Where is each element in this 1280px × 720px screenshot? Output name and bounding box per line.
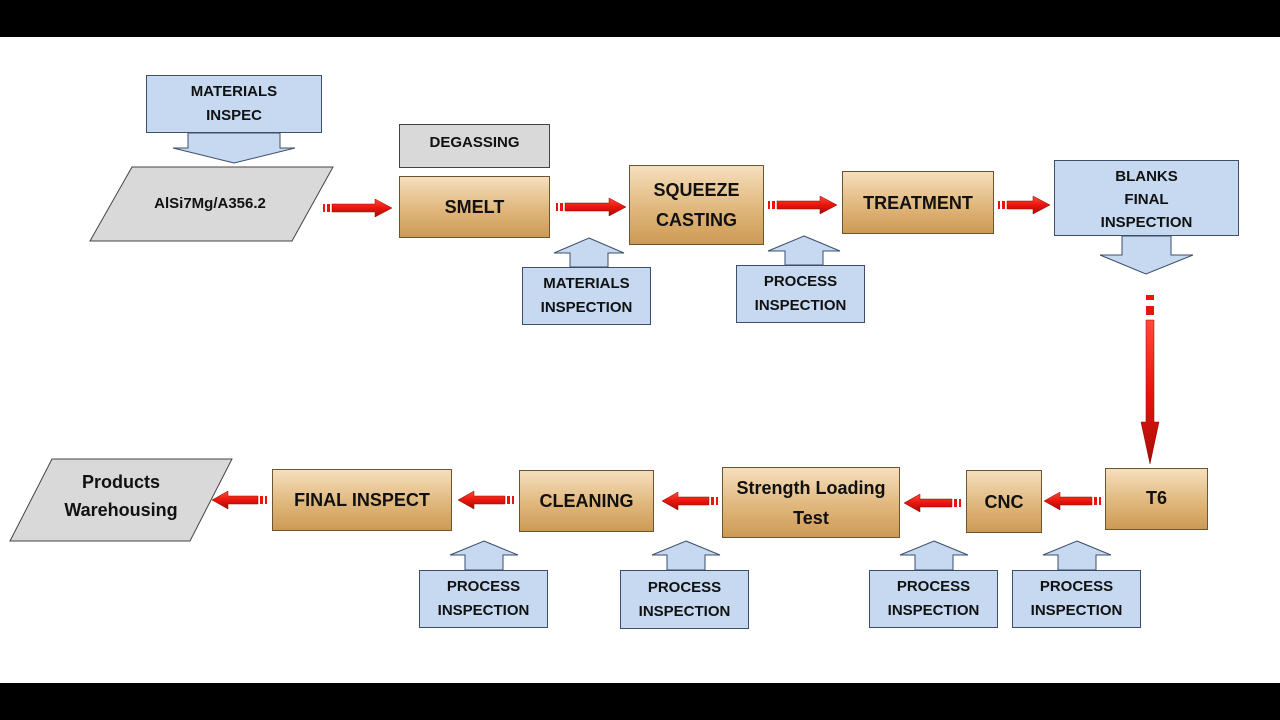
materials-inspec-box: MATERIALS INSPEC	[146, 75, 322, 133]
cleaning-inspection-up-arrow	[651, 540, 721, 571]
materials-inspec-down-arrow	[172, 132, 296, 164]
final-process-inspection-box: PROCESS INSPECTION	[419, 570, 548, 628]
flow-arrow-blanks-to-t6	[1140, 295, 1160, 465]
flow-arrow-final-to-warehousing	[211, 490, 267, 510]
treatment-step: TREATMENT	[842, 171, 994, 234]
t6-step: T6	[1105, 468, 1208, 530]
flow-arrow-smelt-to-casting	[556, 197, 627, 217]
squeeze-casting-step: SQUEEZE CASTING	[629, 165, 764, 245]
blanks-final-inspection-box: BLANKS FINAL INSPECTION	[1054, 160, 1239, 236]
smelt-materials-inspection-box: MATERIALS INSPECTION	[522, 267, 651, 325]
warehousing-shape	[9, 458, 233, 542]
smelt-step: SMELT	[399, 176, 550, 238]
flow-arrow-treatment-to-blanks	[998, 195, 1051, 215]
casting-inspection-up-arrow	[767, 235, 841, 266]
strength-loading-test-step: Strength Loading Test	[722, 467, 900, 538]
flow-arrow-strength-to-cleaning	[661, 491, 718, 511]
smelt-inspection-up-arrow	[553, 237, 625, 268]
flow-arrow-t6-to-cnc	[1043, 491, 1101, 511]
casting-process-inspection-box: PROCESS INSPECTION	[736, 265, 865, 323]
flow-arrow-cleaning-to-final	[457, 490, 514, 510]
flow-arrow-casting-to-treatment	[768, 195, 838, 215]
blanks-inspection-down-arrow	[1099, 235, 1194, 275]
final-inspect-step: FINAL INSPECT	[272, 469, 452, 531]
diagram-connectors	[9, 132, 1194, 571]
strength-process-inspection-box: PROCESS INSPECTION	[869, 570, 998, 628]
flowchart-canvas: MATERIALS INSPEC AlSi7Mg/A356.2 DEGASSIN…	[0, 37, 1280, 683]
cleaning-process-inspection-box: PROCESS INSPECTION	[620, 570, 749, 629]
cnc-step: CNC	[966, 470, 1042, 533]
flow-arrow-input-to-smelt	[323, 198, 393, 218]
final-inspect-up-arrow	[449, 540, 519, 571]
input-material-label: AlSi7Mg/A356.2	[154, 195, 266, 212]
strength-inspection-up-arrow	[899, 540, 969, 571]
flow-arrow-cnc-to-strength	[903, 493, 961, 513]
cleaning-step: CLEANING	[519, 470, 654, 532]
degassing-box: DEGASSING	[399, 124, 550, 168]
input-material-shape	[89, 166, 334, 242]
cnc-process-inspection-box: PROCESS INSPECTION	[1012, 570, 1141, 628]
cnc-inspection-up-arrow	[1042, 540, 1112, 571]
products-warehousing-label: Products Warehousing	[64, 472, 178, 520]
